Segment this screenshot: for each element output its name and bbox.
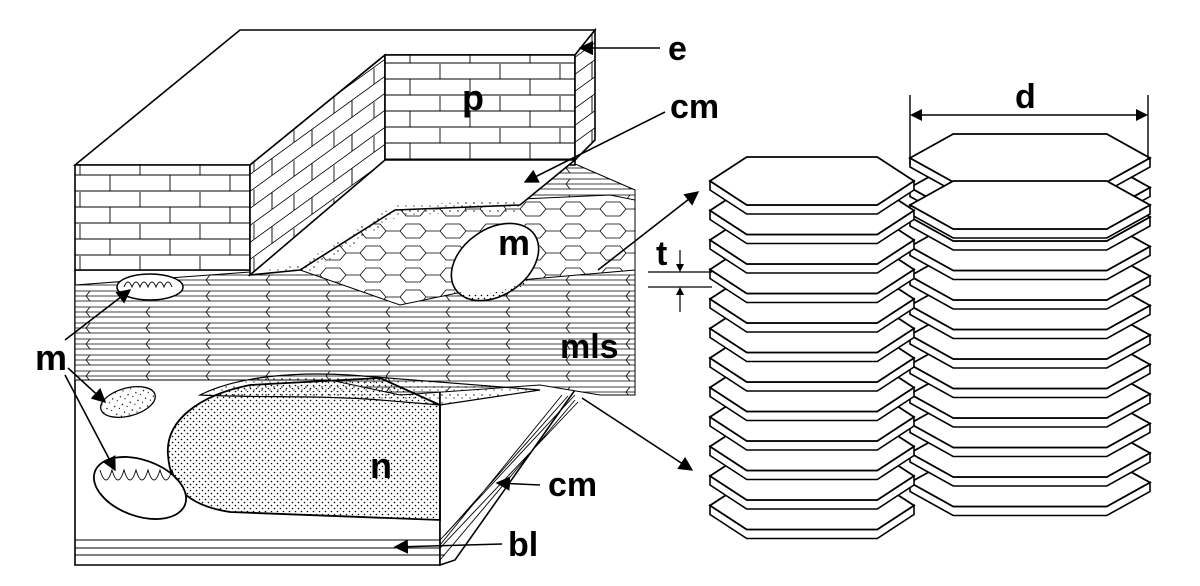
mitochondrion-large (92, 456, 188, 520)
cell-membrane-lines (439, 394, 569, 546)
arrow-bl (393, 539, 503, 554)
label-p: p (462, 77, 484, 118)
arrow-cm-bottom (495, 476, 541, 491)
label-t: t (656, 235, 667, 273)
dimension-t (648, 250, 712, 312)
arrow-mls-stack (581, 397, 694, 471)
mitochondrion-top (116, 273, 184, 301)
nucleus-top-rim (197, 373, 541, 406)
leader-arrows (64, 40, 700, 554)
label-mls: mls (560, 328, 619, 366)
label-m-left: m (35, 337, 67, 378)
label-cm-top: cm (670, 88, 719, 126)
arrow-m-1 (64, 289, 132, 341)
label-d: d (1015, 78, 1036, 116)
arrow-cm-top (523, 111, 666, 183)
labels: e p cm d m t m mls n cm bl (35, 30, 1036, 564)
mitochondrion-top-cristae (123, 281, 173, 289)
mitochondrion-large-cristae (99, 468, 181, 481)
label-m-cell: m (498, 222, 530, 263)
arrow-m-3 (64, 374, 116, 472)
cell-block (72, 27, 636, 567)
label-bl: bl (508, 526, 538, 564)
label-cm-bottom: cm (548, 466, 597, 504)
hexagon-stacks (708, 133, 1152, 540)
prism-side-face (574, 27, 596, 162)
prism-front-face (74, 164, 251, 271)
cut-floor-speckle (255, 200, 520, 275)
mitochondrion-membrane-speckle (452, 275, 535, 302)
hex-plate-left-0 (708, 156, 916, 215)
arrow-t-stack (597, 191, 700, 271)
arrow-m-2 (67, 367, 107, 403)
label-n: n (370, 445, 392, 486)
dimension-d (909, 95, 1149, 165)
basal-lamina-lines (75, 394, 579, 561)
mitochondrion-small (100, 386, 156, 418)
hex-plate-right-cap-0 (908, 180, 1152, 239)
label-e: e (668, 30, 687, 68)
